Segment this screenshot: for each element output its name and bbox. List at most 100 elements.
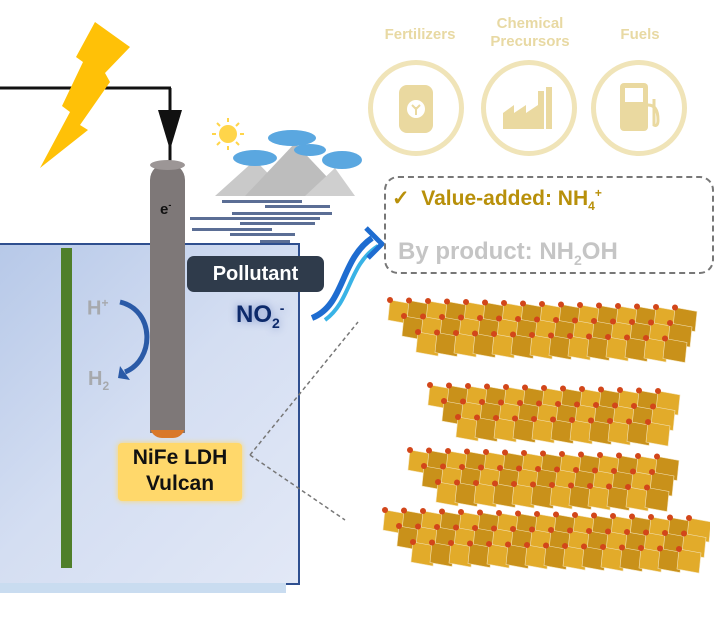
octahedron xyxy=(434,332,460,357)
oxygen-atom xyxy=(524,542,530,548)
oxygen-atom xyxy=(617,387,623,393)
oxygen-atom xyxy=(491,331,497,337)
oxygen-atom xyxy=(401,507,407,514)
oxygen-atom xyxy=(610,318,616,325)
ldh-crystal-structure xyxy=(382,297,710,574)
octahedron xyxy=(415,331,441,357)
product-label-fertilizers: Fertilizers xyxy=(384,26,456,43)
oxygen-atom xyxy=(539,301,545,307)
oxygen-atom xyxy=(543,542,549,549)
oxygen-atom xyxy=(420,508,426,514)
sun-icon xyxy=(212,118,244,150)
oxygen-atom xyxy=(549,482,555,488)
octahedron xyxy=(510,334,536,359)
oxygen-atom xyxy=(625,484,631,490)
octahedron xyxy=(455,416,481,442)
octahedron xyxy=(493,417,519,443)
oxygen-atom xyxy=(629,513,635,520)
oxygen-atom xyxy=(502,449,508,456)
oxygen-atom xyxy=(446,382,452,389)
value-added-text: Value-added: NH xyxy=(421,187,589,210)
oxygen-atom xyxy=(626,418,632,425)
oxygen-atom xyxy=(492,480,498,487)
octahedron xyxy=(567,335,593,361)
oxygen-atom xyxy=(482,299,488,306)
oxygen-atom xyxy=(644,484,650,491)
octahedron xyxy=(524,544,550,570)
oxygen-atom xyxy=(606,483,612,490)
oxygen-atom xyxy=(458,509,464,515)
oxygen-atom xyxy=(605,528,611,535)
oxygen-atom xyxy=(562,543,568,549)
oxygen-atom xyxy=(605,334,611,340)
oxygen-atom xyxy=(429,539,435,546)
oxygen-atom xyxy=(439,508,445,515)
oxygen-atom xyxy=(568,482,574,489)
oxygen-atom xyxy=(638,545,644,551)
oxygen-atom xyxy=(410,539,416,545)
byproduct-subscript: 2 xyxy=(574,251,582,268)
counter-electrode xyxy=(61,248,72,568)
octahedron xyxy=(448,542,474,568)
octahedron xyxy=(473,482,499,508)
oxygen-atom xyxy=(467,540,473,547)
electron-charge: - xyxy=(168,200,172,210)
oxygen-atom xyxy=(591,318,597,324)
oxygen-atom xyxy=(484,383,490,390)
octahedron xyxy=(529,334,555,360)
oxygen-atom xyxy=(453,524,459,531)
oxygen-atom xyxy=(439,314,445,320)
oxygen-atom xyxy=(458,314,464,321)
oxygen-atom xyxy=(596,302,602,309)
products-result-box xyxy=(384,176,714,274)
octahedron xyxy=(619,547,645,572)
oxygen-atom xyxy=(645,419,651,425)
catalyst-line1: NiFe LDH xyxy=(132,446,228,469)
octahedron xyxy=(467,543,493,568)
octahedron xyxy=(657,548,683,573)
byproduct: By product: NH2OH xyxy=(398,238,618,268)
electron-label: e- xyxy=(160,200,171,218)
nitrite-subscript: 2 xyxy=(272,314,280,331)
oxygen-atom xyxy=(511,481,517,487)
oxygen-atom xyxy=(440,463,446,470)
oxygen-atom xyxy=(483,449,489,455)
oxygen-atom xyxy=(548,527,554,533)
oxygen-atom xyxy=(472,330,478,337)
oxygen-atom xyxy=(569,417,575,423)
oxygen-atom xyxy=(426,447,432,454)
oxygen-atom xyxy=(550,416,556,423)
oxygen-atom xyxy=(586,333,592,340)
octahedron xyxy=(531,418,557,444)
oxygen-atom xyxy=(401,313,407,319)
oxygen-atom xyxy=(541,385,547,391)
oxygen-atom xyxy=(473,480,479,486)
oxygen-atom xyxy=(607,418,613,424)
oxygen-atom xyxy=(657,545,663,552)
oxygen-atom xyxy=(445,448,451,454)
oxygen-atom xyxy=(654,453,660,460)
oxygen-atom xyxy=(454,479,460,486)
octahedron xyxy=(600,546,626,572)
rod-body-lower xyxy=(150,420,185,430)
lightning-bolt-icon xyxy=(40,22,130,168)
product-label-chemical-precursors: Chemical Precursors xyxy=(480,15,580,51)
oxygen-atom xyxy=(574,401,580,408)
oxygen-atom xyxy=(624,334,630,341)
octahedron xyxy=(645,421,671,447)
electron-flow-arrow-icon xyxy=(158,110,182,150)
oxygen-atom xyxy=(512,415,518,422)
oxygen-atom xyxy=(406,297,412,304)
oxygen-atom xyxy=(611,468,617,474)
oxygen-atom xyxy=(650,403,656,410)
oxygen-atom xyxy=(648,319,654,326)
oxygen-atom xyxy=(615,303,621,309)
zoom-guide-line-top xyxy=(249,321,359,456)
oxygen-atom xyxy=(477,509,483,516)
octahedron xyxy=(587,485,613,511)
oxygen-atom xyxy=(415,523,421,530)
fuel-pump-icon xyxy=(591,60,687,156)
oxygen-atom xyxy=(655,388,661,394)
octahedron xyxy=(491,333,517,359)
hydrogen-base: H xyxy=(88,368,103,390)
